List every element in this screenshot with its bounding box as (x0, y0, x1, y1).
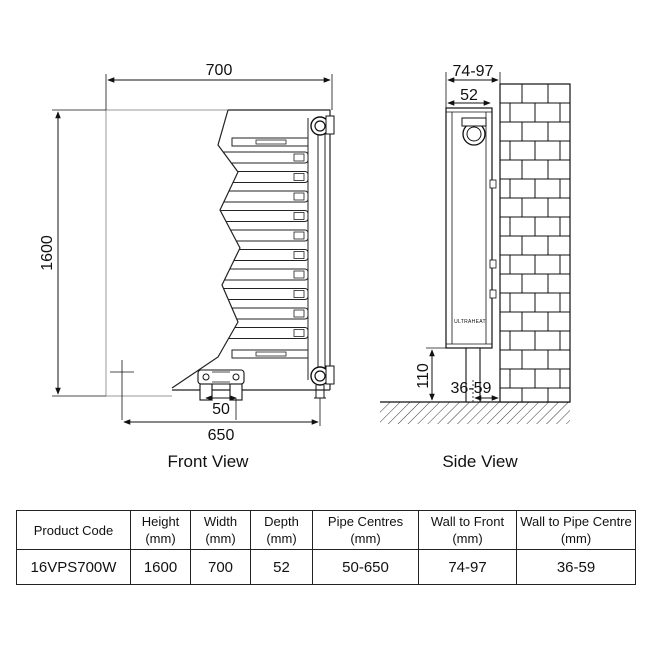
height-dimension-label: 1600 (39, 235, 56, 271)
bottom-connection-fitting (310, 365, 335, 399)
spec-table-header-cell: Height(mm) (130, 510, 191, 550)
spec-table-cell: 700 (190, 549, 251, 585)
spec-table-cell: 16VPS700W (16, 549, 131, 585)
spec-table-cell: 50-650 (312, 549, 419, 585)
side-view: ULTRAHEAT 74-97 52 110 36-59 Side View (380, 63, 571, 471)
width-dimension-label: 700 (206, 62, 233, 79)
offset-dimension-label: 50 (212, 401, 230, 418)
spec-table-cell: 52 (250, 549, 313, 585)
spec-table-cell: 36-59 (516, 549, 636, 585)
spec-table-header-cell: Pipe Centres(mm) (312, 510, 419, 550)
spec-table-cell: 1600 (130, 549, 191, 585)
spec-table-header-cell: Product Code (16, 510, 131, 550)
height-off-floor-label: 110 (415, 363, 432, 389)
wall-to-pipe-label: 36-59 (451, 380, 492, 397)
spec-table-cell: 74-97 (418, 549, 517, 585)
brick-wall (499, 83, 571, 403)
brand-text: ULTRAHEAT (454, 319, 486, 325)
front-view-caption: Front View (168, 452, 250, 471)
wall-to-front-label: 74-97 (453, 63, 494, 80)
spec-table-header-cell: Depth(mm) (250, 510, 313, 550)
top-connection-fitting (310, 115, 335, 136)
spec-table-header-cell: Width(mm) (190, 510, 251, 550)
technical-drawing: 700 1600 (39, 62, 571, 471)
side-view-caption: Side View (442, 452, 518, 471)
cutaway-edge (171, 109, 241, 389)
floor (380, 401, 570, 424)
spec-table-header-cell: Wall to Pipe Centre(mm) (516, 510, 636, 550)
front-view: 700 1600 (39, 62, 336, 471)
depth-label: 52 (460, 87, 478, 104)
radiator-side-profile: ULTRAHEAT (445, 107, 497, 403)
pipe-centres-dimension-label: 650 (208, 427, 235, 444)
radiator-cutaway (172, 110, 336, 398)
spec-table-header-cell: Wall to Front(mm) (418, 510, 517, 550)
